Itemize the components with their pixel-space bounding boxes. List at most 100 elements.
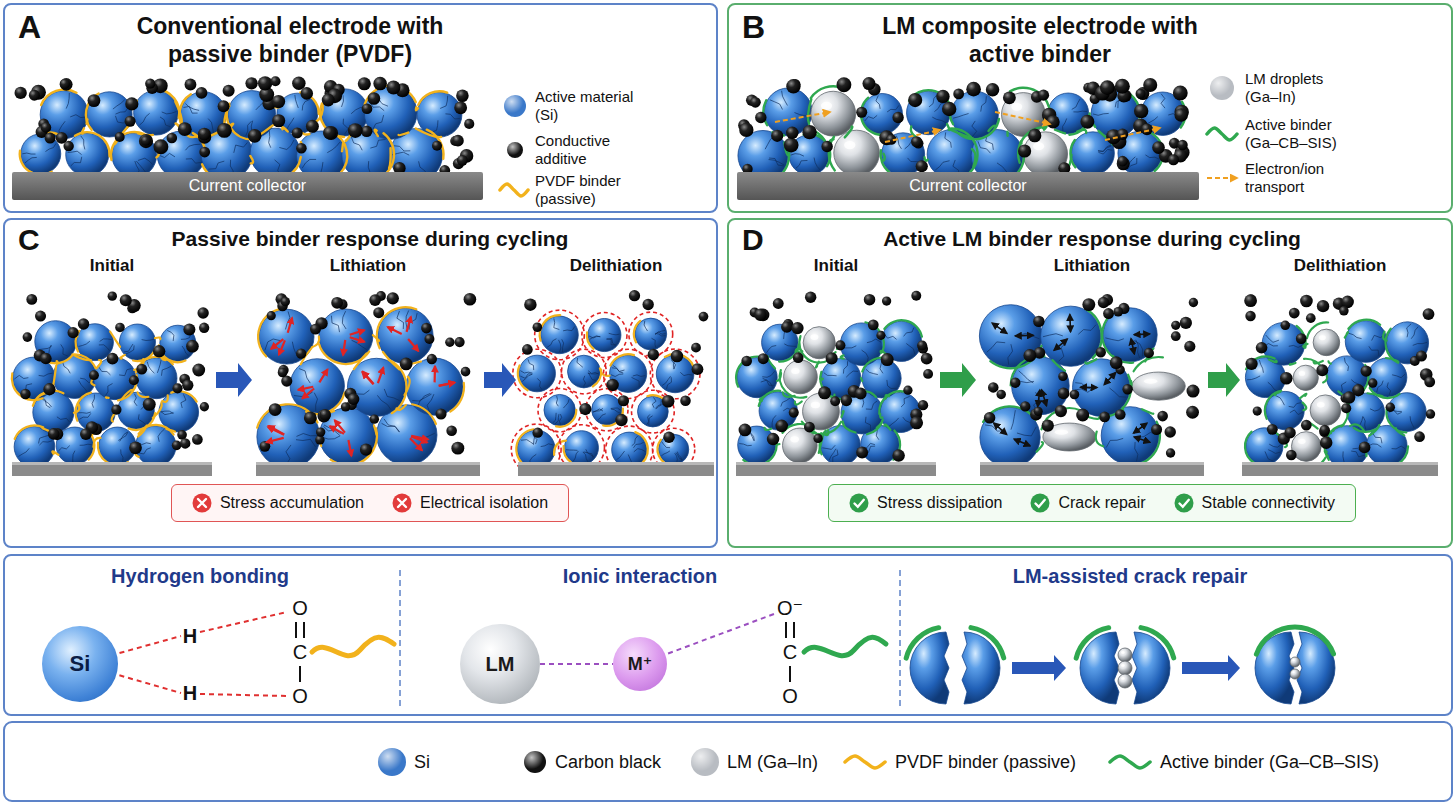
plate-highlight: [1242, 462, 1438, 465]
lm-highlight: [811, 402, 820, 409]
carbon-black: [784, 138, 799, 153]
crack: [136, 161, 145, 172]
crack: [906, 344, 915, 355]
carbon-black: [172, 440, 182, 450]
carbon-black: [68, 327, 79, 338]
stage-arrow: [484, 363, 516, 397]
crack: [945, 132, 951, 147]
double-bond: [303, 622, 305, 638]
binder-strand: [416, 107, 418, 110]
carbon-black: [223, 85, 235, 97]
electrode-stage: [12, 291, 212, 476]
crack: [1410, 416, 1414, 428]
electrode-lm-composite: [738, 77, 1190, 182]
carbon-black: [1244, 294, 1257, 307]
carbon-black: [856, 107, 867, 118]
strain-arrow: [1054, 339, 1067, 350]
binder-bridge: [1256, 627, 1333, 654]
binder-wrap: [257, 404, 317, 428]
binder-wrap: [427, 130, 444, 159]
carbon-black: [1245, 358, 1257, 370]
carbon-black: [1020, 401, 1030, 411]
carbon-black: [1018, 144, 1031, 157]
stage-label: Initial: [814, 254, 858, 278]
crack: [1265, 451, 1273, 461]
carbon-black: [1171, 331, 1181, 341]
crack: [343, 119, 348, 135]
silicon-particle: [319, 408, 376, 465]
species-circle: Si: [42, 626, 118, 702]
carbon-black: [1360, 365, 1371, 376]
binder-strand: [138, 392, 149, 397]
binder-strand: [768, 356, 775, 369]
carbon-black: [892, 112, 903, 123]
binder-wrap: [564, 446, 571, 462]
crack: [613, 366, 623, 373]
carbon-black: [908, 93, 922, 107]
binder-wrap: [75, 132, 110, 156]
icon-mark: [855, 500, 864, 507]
strain-arrow: [363, 372, 374, 384]
crack: [1019, 371, 1034, 383]
carbon-black: [662, 395, 675, 408]
current-collector-plate: [12, 462, 212, 476]
carbon-black: [750, 97, 761, 108]
check-icon: [1174, 493, 1194, 513]
carbon-black: [1368, 378, 1377, 387]
carbon-black: [1058, 388, 1070, 400]
stage-arrow: [940, 363, 976, 397]
carbon-black: [445, 338, 454, 347]
crack: [58, 446, 69, 451]
crack: [563, 399, 569, 408]
ionic-interaction-line: [540, 663, 613, 665]
lm-droplet: [1132, 372, 1185, 400]
binder-wrap: [98, 443, 128, 466]
binder-strand: [1052, 360, 1065, 371]
carbon-black: [1286, 450, 1297, 461]
carbon-black: [48, 428, 60, 440]
carbon-black: [358, 77, 371, 90]
crack: [157, 360, 161, 373]
crack: [126, 345, 134, 354]
pvdf-chain: [312, 637, 394, 655]
stage-label: Delithiation: [570, 254, 663, 278]
crack: [296, 439, 316, 447]
outcome-item: Crack repair: [1030, 493, 1145, 513]
carbon-black: [767, 433, 780, 446]
carbon-black: [362, 103, 373, 114]
current-collector-plate: [518, 462, 714, 476]
carbon-black: [310, 324, 321, 335]
legend-line-sample: [498, 180, 532, 200]
crack: [208, 161, 224, 169]
carbon-black: [136, 364, 147, 375]
crack: [1098, 145, 1111, 152]
carbon-black: [451, 442, 464, 455]
crack: [583, 376, 585, 387]
carbon-black: [272, 95, 285, 108]
carbon-black: [918, 400, 928, 410]
carbon-black: [841, 395, 853, 407]
binder-strand: [96, 360, 101, 368]
crack: [167, 330, 174, 341]
crack: [559, 340, 561, 352]
legend-wave: [1207, 128, 1237, 140]
carbon-black: [304, 411, 317, 424]
crack: [70, 115, 86, 118]
carbon-black: [23, 332, 33, 342]
plate-highlight: [980, 462, 1204, 465]
binder-strand: [1037, 442, 1043, 452]
panel-letter: B: [742, 8, 765, 46]
binder-strand: [1300, 394, 1306, 398]
carbon-black: [1157, 411, 1168, 422]
atom-label: C: [783, 640, 797, 664]
crack: [1369, 346, 1379, 355]
strain-arrow: [994, 423, 1007, 434]
legend-wave: [500, 184, 528, 196]
carbon-black: [1180, 317, 1192, 329]
carbon-black: [1184, 341, 1195, 352]
crack: [1413, 342, 1427, 345]
carbon-black: [615, 414, 627, 426]
carbon-black: [524, 298, 536, 310]
binder-wrap: [635, 432, 648, 466]
carbon-black: [369, 294, 381, 306]
